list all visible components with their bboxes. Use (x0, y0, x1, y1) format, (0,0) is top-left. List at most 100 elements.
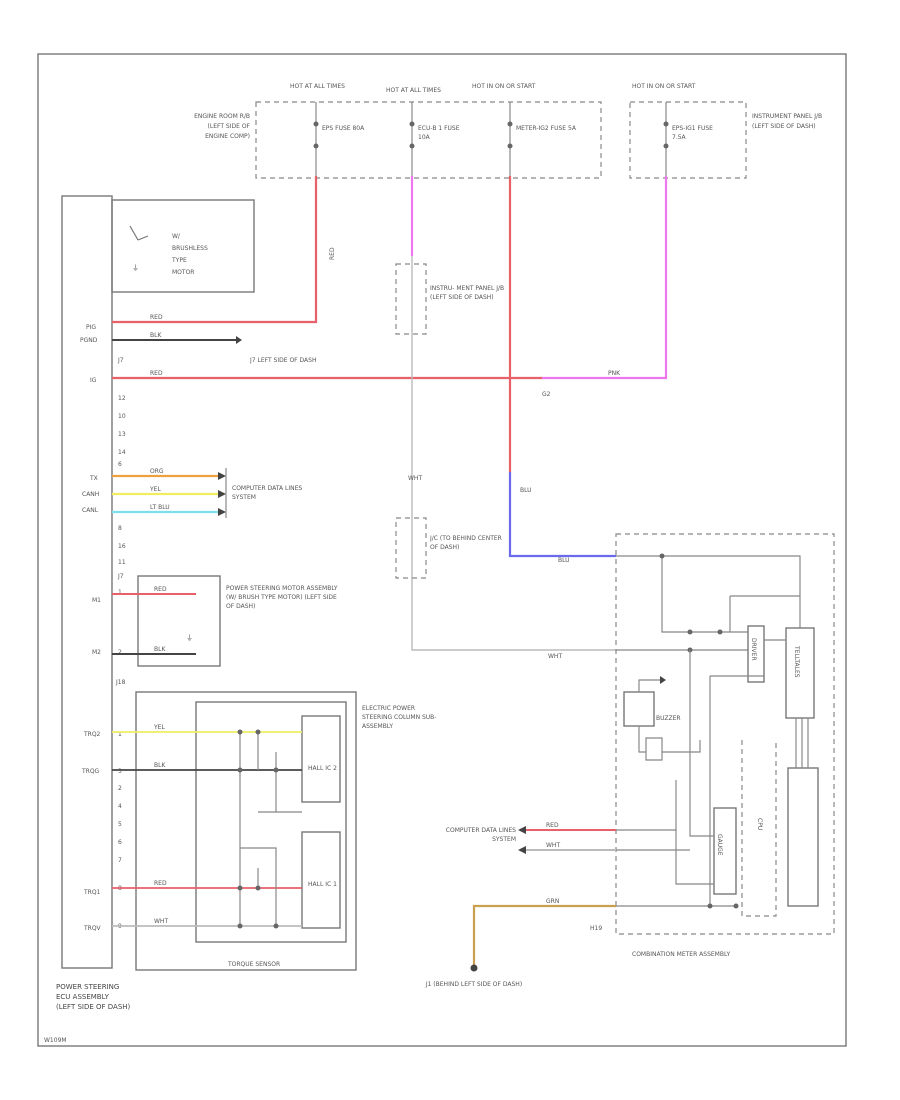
svg-text:12: 12 (118, 395, 126, 402)
motor-label-1: POWER STEERING MOTOR ASSEMBLY (226, 585, 338, 592)
hall-ic-1-label: HALL IC 1 (308, 881, 337, 888)
gauge-label: GAUGE (716, 834, 723, 856)
wire-label-red-2: RED (150, 370, 163, 377)
svg-text:1: 1 (118, 589, 122, 596)
ground-label-wrap: J1 (BEHIND LEFT SIDE OF DASH) (425, 981, 523, 988)
motor-ground-icon: ⏚ (132, 264, 139, 272)
svg-text:7: 7 (118, 857, 122, 864)
svg-text:4: 4 (118, 803, 122, 810)
svg-text:13: 13 (118, 431, 126, 438)
combination-meter-label: COMBINATION METER ASSEMBLY (632, 951, 731, 958)
svg-text:5: 5 (118, 821, 122, 828)
motor-label-wrap: POWER STEERING MOTOR ASSEMBLY (W/ BRUSH … (226, 585, 338, 610)
ip-jb-label-wrap: INSTRUMENT PANEL J/B (LEFT SIDE OF DASH) (752, 113, 823, 130)
wire-label-red-1: RED (150, 314, 163, 321)
ground-label: J1 (BEHIND LEFT SIDE OF DASH) (425, 981, 523, 988)
fuse-eps-ig1: EPS-IG1 FUSE 7.5A (663, 102, 713, 176)
svg-text:16: 16 (118, 543, 126, 550)
pin-ig: IG (90, 377, 97, 384)
svg-text:3: 3 (118, 768, 122, 775)
jc-label: J/C (TO BEHIND CENTER OF DASH) (430, 535, 502, 551)
fuse-meter: METER-IG2 FUSE 5A (507, 102, 576, 176)
left-side-dash-label: J7 LEFT SIDE OF DASH (250, 357, 317, 364)
hot-label-1: HOT AT ALL TIMES (290, 83, 345, 90)
wire-label-wht-4: WHT (546, 842, 560, 849)
svg-text:14: 14 (118, 449, 126, 456)
svg-text:8: 8 (118, 525, 122, 532)
instrument-jb-box (629, 101, 747, 179)
column-sub-assembly-box (135, 691, 357, 971)
column-label: ELECTRIC POWER STEERING COLUMN SUB-ASSEM… (362, 705, 437, 730)
brushless-l2: BRUSHLESS (172, 245, 208, 252)
engine-room-label-wrap: ENGINE ROOM R/B (LEFT SIDE OF ENGINE COM… (194, 113, 250, 140)
wire-ground-grn (472, 904, 616, 966)
wire-label-wht-2: WHT (548, 653, 562, 660)
pgnd-arrow-icon (236, 336, 242, 344)
g2-label: G2 (542, 391, 551, 398)
pin-m1: M1 (92, 597, 101, 604)
pin-trqv: TRQV (83, 925, 102, 932)
hot-label-4: HOT IN ON OR START (632, 83, 696, 90)
brushless-motor-symbol: ⏚ (129, 225, 149, 272)
telltales-label: TELLTALES (793, 645, 800, 678)
svg-text:11: 11 (118, 559, 126, 566)
torque-sensor-box (195, 701, 347, 943)
computer-data-1-wrap: COMPUTER DATA LINES SYSTEM (232, 485, 303, 501)
connector-j18: J18 (115, 679, 126, 686)
eps-ig1-fuse-label: EPS-IG1 FUSE 7.5A (672, 125, 713, 141)
wire-label-red-3: RED (154, 586, 167, 593)
ip-jb-mini-box (395, 263, 427, 335)
svg-text:1: 1 (118, 731, 122, 738)
svg-text:2: 2 (118, 649, 122, 656)
ecu-name-3: (LEFT SIDE OF DASH) (56, 1003, 131, 1011)
torque-sensor-label: TORQUE SENSOR (227, 961, 280, 968)
wire-label-yel-2: YEL (153, 724, 165, 731)
buzzer-label: BUZZER (656, 715, 681, 722)
fuse-eps: EPS FUSE 80A (313, 102, 364, 176)
connector-j7-a: J7 (117, 357, 124, 364)
brushless-l3: TYPE (171, 257, 187, 264)
wire-label-blk-3: BLK (154, 762, 166, 769)
brush-motor-box (137, 575, 221, 667)
outer-frame (37, 53, 847, 1047)
wire-label-wht-1: WHT (408, 475, 422, 482)
pin-pgnd: PGND (80, 337, 98, 344)
ground-icon (470, 964, 478, 972)
pin-canh: CANH (82, 491, 99, 498)
wire-label-red-4: RED (154, 880, 167, 887)
column-label-wrap: ELECTRIC POWER STEERING COLUMN SUB-ASSEM… (362, 705, 437, 730)
wire-label-yel-1: YEL (149, 486, 161, 493)
diagram-code: W109M (44, 1037, 67, 1044)
wire-label-blu-2: BLU (558, 557, 570, 564)
hot-label-2: HOT AT ALL TIMES (386, 87, 441, 94)
svg-text:2: 2 (118, 785, 122, 792)
ecu-name-wrap: POWER STEERING ECU ASSEMBLY (LEFT SIDE O… (56, 983, 131, 1011)
h19-label: H19 (590, 925, 602, 932)
wire-label-ltblu: LT BLU (150, 504, 170, 511)
hall-ic-2-box (301, 715, 341, 803)
wire-label-org: ORG (150, 468, 164, 475)
fuse-ecu-b: ECU-B 1 FUSE 10A (409, 102, 460, 176)
computer-data-1-label: COMPUTER DATA LINES SYSTEM (232, 485, 303, 501)
pin-trq1: TRQ1 (83, 889, 101, 896)
wire-label-blu-1: BLU (520, 487, 532, 494)
wire-label-pnk-1: PNK (608, 370, 621, 377)
wire-label-blk-1: BLK (150, 332, 162, 339)
pin-canl: CANL (82, 507, 99, 514)
jb-label: INSTRU- MENT PANEL J/B (LEFT SIDE OF DAS… (430, 285, 505, 301)
pin-pig: PIG (86, 324, 96, 331)
wire-label-wht-3: WHT (154, 918, 168, 925)
wire-meter-blue (508, 472, 616, 558)
meter-internal-wiring (616, 553, 819, 917)
pin-trqg: TRQG (81, 768, 100, 775)
svg-text:6: 6 (118, 839, 122, 846)
svg-text:6: 6 (118, 461, 122, 468)
ip-jb-label: INSTRUMENT PANEL J/B (LEFT SIDE OF DASH) (752, 113, 823, 130)
brushless-l1: W/ (172, 233, 181, 240)
meter-fuse-label: METER-IG2 FUSE 5A (516, 125, 576, 132)
hall-ic-1-box (301, 831, 341, 929)
wire-ecub-white (411, 256, 616, 651)
